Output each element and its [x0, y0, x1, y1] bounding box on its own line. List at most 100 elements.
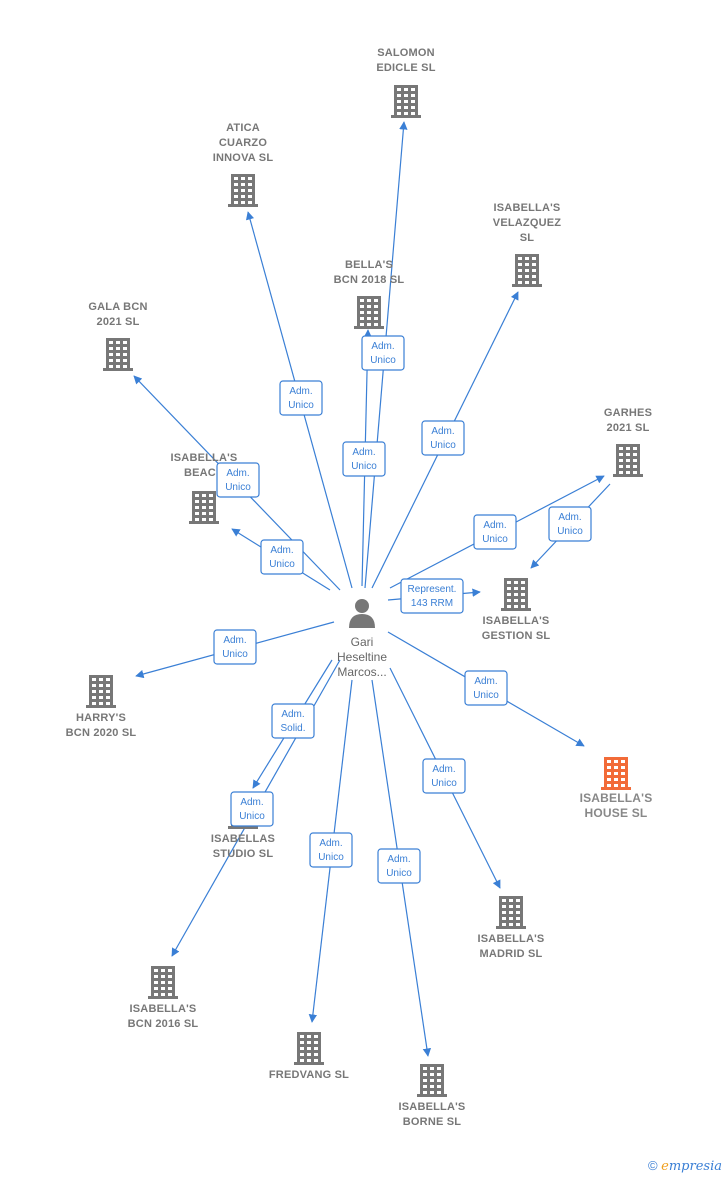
building-icon[interactable]: [354, 296, 384, 329]
edge-label-box[interactable]: [216, 462, 260, 498]
edge-label-gala[interactable]: Adm.Unico: [216, 462, 260, 498]
edge-label-box[interactable]: [400, 578, 464, 614]
person-node[interactable]: GariHeseltineMarcos...: [337, 599, 387, 679]
edge-label-text: Unico: [269, 559, 295, 570]
company-label: GARHES: [604, 407, 652, 419]
edge-labels-layer: Adm.UnicoAdm.UnicoAdm.UnicoAdm.UnicoAdm.…: [213, 335, 592, 884]
edge-label-text: Unico: [557, 526, 583, 537]
building-icon[interactable]: [501, 578, 531, 611]
edge-label-atica[interactable]: Adm.Unico: [279, 380, 323, 416]
company-node-garhes[interactable]: GARHES 2021 SL: [604, 407, 652, 477]
building-icon[interactable]: [228, 174, 258, 207]
edge-label-box[interactable]: [260, 539, 304, 575]
edge-label-box[interactable]: [230, 791, 274, 827]
edge-label-box[interactable]: [361, 335, 405, 371]
brand-logo-text: mpresia: [668, 1159, 722, 1174]
edge-label-box[interactable]: [342, 441, 386, 477]
edge-label-text: Adm.: [558, 512, 581, 523]
company-label: BCN 2020 SL: [66, 727, 137, 739]
edge-label-bellas2018[interactable]: Adm.Unico: [342, 441, 386, 477]
company-label: ISABELLA'S: [494, 202, 561, 214]
building-icon[interactable]: [601, 757, 631, 790]
edge-label-box[interactable]: [421, 420, 465, 456]
edge-label-box[interactable]: [422, 758, 466, 794]
edge-label-box[interactable]: [464, 670, 508, 706]
company-label: MADRID SL: [480, 948, 543, 960]
edge-label-house[interactable]: Adm.Unico: [464, 670, 508, 706]
edge-label-madrid[interactable]: Adm.Unico: [422, 758, 466, 794]
company-label: ISABELLA'S: [171, 452, 238, 464]
edge-label-box[interactable]: [548, 506, 592, 542]
company-label: GALA BCN: [88, 301, 147, 313]
company-label: 2021 SL: [97, 316, 140, 328]
company-node-velazquez[interactable]: ISABELLA'S VELAZQUEZ SL: [493, 202, 561, 287]
building-icon[interactable]: [496, 896, 526, 929]
company-label: BORNE SL: [403, 1116, 462, 1128]
company-node-gala[interactable]: GALA BCN 2021 SL: [88, 301, 147, 371]
edge-label-box[interactable]: [213, 629, 257, 665]
building-icon[interactable]: [86, 675, 116, 708]
building-icon[interactable]: [103, 338, 133, 371]
edge-label-fredvang[interactable]: Adm.Unico: [309, 832, 353, 868]
person-icon: [349, 599, 375, 628]
company-label: HOUSE SL: [585, 806, 648, 820]
edge-label-borne[interactable]: Adm.Unico: [377, 848, 421, 884]
company-label: BELLA'S: [345, 259, 393, 271]
edge-label-velazquez[interactable]: Adm.Unico: [421, 420, 465, 456]
edge-label-gestion[interactable]: Represent.143 RRM: [400, 578, 464, 614]
edge-label-studio[interactable]: Adm.Solid.: [271, 703, 315, 739]
company-label: SL: [520, 232, 535, 244]
edge-label-text: Adm.: [387, 854, 410, 865]
edge-label-text: Adm.: [371, 341, 394, 352]
building-icon[interactable]: [391, 85, 421, 118]
company-label: INNOVA SL: [213, 152, 274, 164]
company-label: ISABELLA'S: [580, 791, 653, 805]
edge-label-text: Adm.: [483, 520, 506, 531]
building-icon[interactable]: [148, 966, 178, 999]
edge-label-box[interactable]: [271, 703, 315, 739]
edge-label-bcn2016[interactable]: Adm. Unico: [230, 791, 274, 827]
brand-logo-e: e: [661, 1159, 669, 1174]
company-label: CUARZO: [219, 137, 267, 149]
company-node-atica[interactable]: ATICA CUARZO INNOVA SL: [213, 122, 274, 207]
company-node-madrid[interactable]: ISABELLA'S MADRID SL: [478, 896, 545, 960]
edge-label-text: Unico: [473, 690, 499, 701]
edge-label-beach[interactable]: Adm.Unico: [260, 539, 304, 575]
edge-label-salomon[interactable]: Adm.Unico: [361, 335, 405, 371]
edge-label-harrys[interactable]: Adm. Unico: [213, 629, 257, 665]
company-label: GESTION SL: [482, 630, 551, 642]
company-label: VELAZQUEZ: [493, 217, 561, 229]
edge-label-text: Unico: [222, 649, 248, 660]
company-label: BEACH: [184, 467, 224, 479]
edge-label-text: Unico: [225, 482, 251, 493]
company-label: 2021 SL: [607, 422, 650, 434]
edge-label-box[interactable]: [279, 380, 323, 416]
company-node-beach[interactable]: ISABELLA'S BEACH: [171, 452, 238, 524]
edge-label-text: Adm.: [223, 635, 246, 646]
edge-label-garhes[interactable]: Adm.Unico: [473, 514, 517, 550]
building-icon[interactable]: [294, 1032, 324, 1065]
building-icon[interactable]: [417, 1064, 447, 1097]
building-icon[interactable]: [512, 254, 542, 287]
edge-label-box[interactable]: [309, 832, 353, 868]
building-icon[interactable]: [613, 444, 643, 477]
edge-label-text: Adm.: [240, 797, 263, 808]
edge-label-text: Unico: [239, 811, 265, 822]
company-label: ISABELLA'S: [478, 933, 545, 945]
edge-label-box[interactable]: [473, 514, 517, 550]
edge-label-gestion_from_garhes[interactable]: Adm. Unico: [548, 506, 592, 542]
edge-label-text: Adm.: [432, 764, 455, 775]
building-icon[interactable]: [189, 491, 219, 524]
company-node-fredvang[interactable]: FREDVANG SL: [269, 1032, 349, 1081]
person-label: Heseltine: [337, 650, 387, 664]
company-label: ATICA: [226, 122, 260, 134]
edge-label-box[interactable]: [377, 848, 421, 884]
